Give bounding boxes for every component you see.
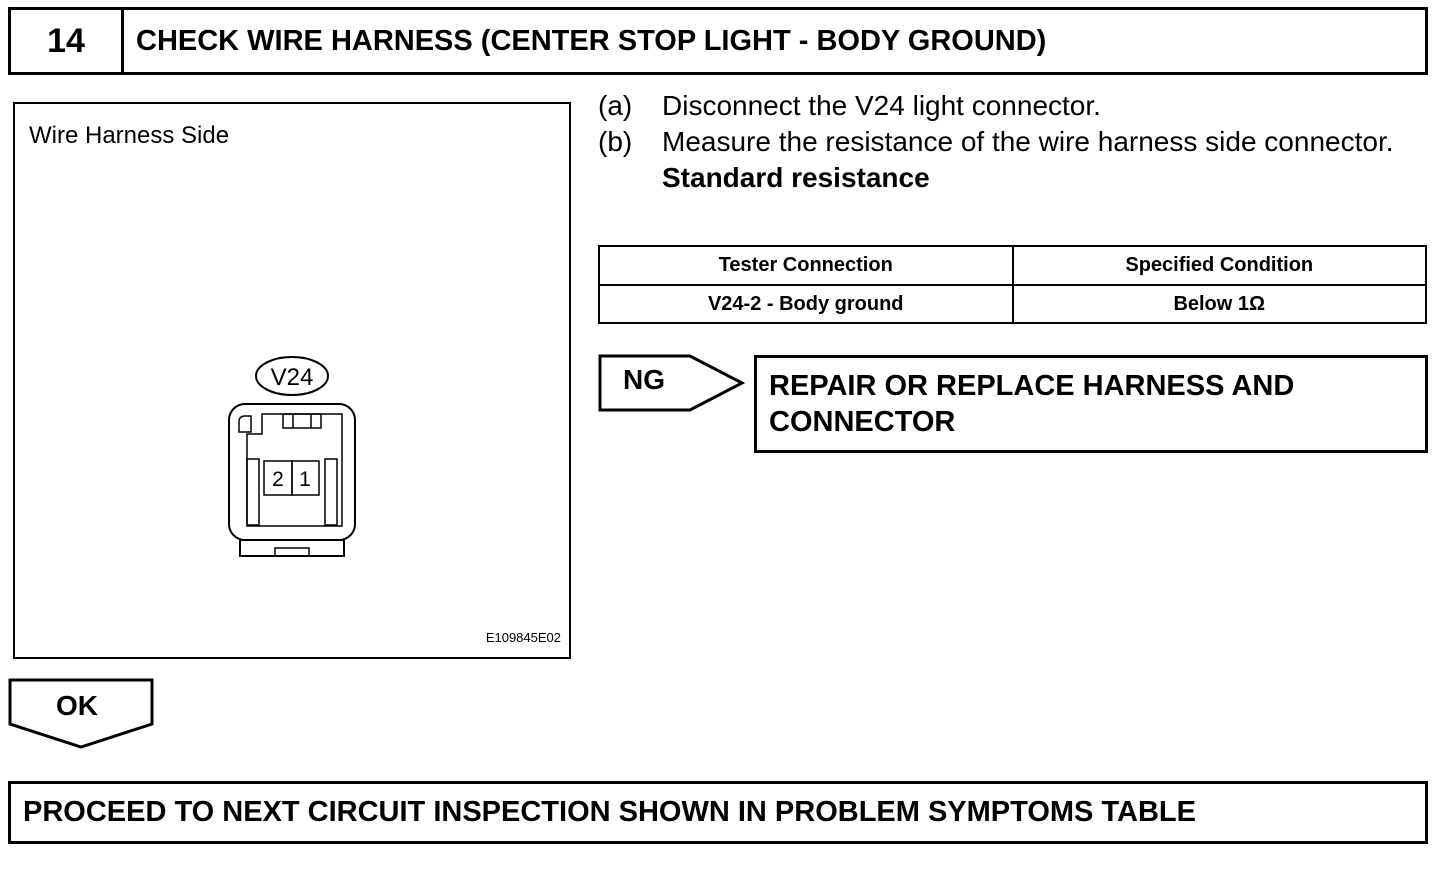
instruction-list: (a) Disconnect the V24 light connector. … xyxy=(598,88,1418,196)
illustration-code: E109845E02 xyxy=(485,630,561,645)
ok-arrow-icon xyxy=(8,678,154,749)
illustration-title: Wire Harness Side xyxy=(29,122,230,149)
table-header: Specified Condition xyxy=(1011,245,1427,286)
ng-arrow-icon xyxy=(598,354,746,412)
connector-id: V24 xyxy=(271,364,314,391)
connector-inner xyxy=(246,413,343,527)
connector-drawing: V24 2 1 xyxy=(228,356,356,557)
pin-number-2: 2 xyxy=(272,468,284,491)
key-corner xyxy=(238,415,252,433)
pin-cell-1 xyxy=(291,460,320,496)
step-title: CHECK WIRE HARNESS (CENTER STOP LIGHT - … xyxy=(136,24,1047,57)
standard-label: Standard resistance xyxy=(662,162,930,193)
step-text: Disconnect the V24 light connector. xyxy=(662,90,1101,121)
step-number: 14 xyxy=(11,10,124,72)
table-cell: V24-2 - Body ground xyxy=(598,284,1014,324)
lock-tab xyxy=(282,413,322,429)
right-slot xyxy=(324,458,338,526)
ng-label: NG xyxy=(623,364,665,395)
table-cell: Below 1Ω xyxy=(1011,284,1427,324)
table-row: V24-2 - Body ground Below 1Ω xyxy=(598,284,1427,324)
instruction-step: (b) Measure the resistance of the wire h… xyxy=(598,124,1418,160)
table-header-row: Tester Connection Specified Condition xyxy=(598,245,1427,286)
pin-number-1: 1 xyxy=(299,468,311,491)
spec-table: Tester Connection Specified Condition V2… xyxy=(598,245,1427,324)
connector-label-ellipse xyxy=(255,356,329,396)
step-letter: (b) xyxy=(598,126,633,157)
instruction-step: (a) Disconnect the V24 light connector. xyxy=(598,88,1418,124)
left-slot xyxy=(246,458,260,526)
connector-illustration: Wire Harness Side V24 2 1 E109845E02 xyxy=(13,102,571,659)
step-header: 14 CHECK WIRE HARNESS (CENTER STOP LIGHT… xyxy=(8,7,1428,75)
final-instruction: PROCEED TO NEXT CIRCUIT INSPECTION SHOWN… xyxy=(8,781,1428,844)
ng-result-box: REPAIR OR REPLACE HARNESS AND CONNECTOR xyxy=(754,355,1428,453)
table-header: Tester Connection xyxy=(598,245,1014,286)
ok-label: OK xyxy=(56,690,98,721)
step-text: Measure the resistance of the wire harne… xyxy=(662,126,1394,157)
step-letter: (a) xyxy=(598,90,633,121)
